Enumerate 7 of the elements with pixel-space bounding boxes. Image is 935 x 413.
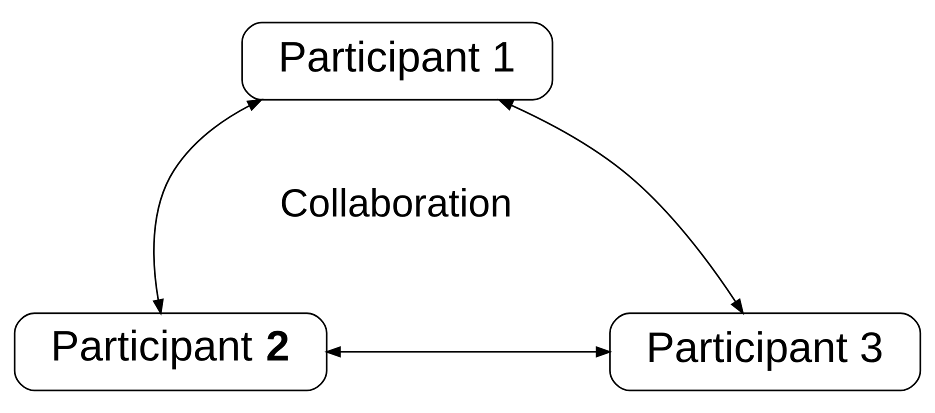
arrow — [152, 98, 264, 316]
arrow — [324, 346, 612, 358]
node-box: Participant 3 — [609, 312, 922, 392]
label: Collaboration — [280, 182, 512, 226]
node-box: Participant 1 — [241, 22, 554, 101]
node-box: Participant 2 — [14, 312, 328, 392]
arrow — [497, 98, 744, 316]
